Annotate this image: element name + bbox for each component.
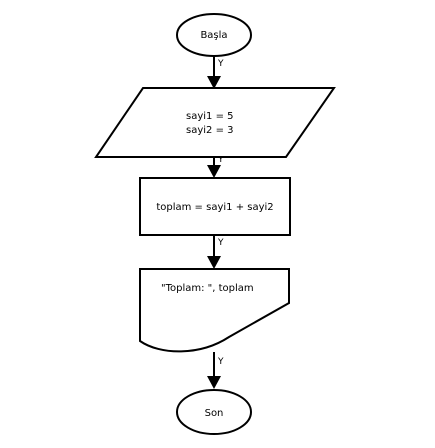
output-node-label: "Toplam: ", toplam: [161, 283, 254, 294]
input-node-line-2: sayi2 = 3: [186, 125, 234, 136]
edge-input-to-process: Y: [207, 155, 224, 178]
edge-label-input-to-process: Y: [217, 155, 224, 165]
edge-label-process-to-output: Y: [217, 238, 224, 248]
edge-label-start-to-input: Y: [217, 59, 224, 69]
edge-process-to-output: Y: [207, 236, 224, 269]
edge-output-to-end: Y: [207, 352, 224, 389]
edge-label-output-to-end: Y: [217, 357, 224, 367]
end-node: Son: [176, 389, 252, 435]
output-node: "Toplam: ", toplam: [139, 268, 290, 353]
end-node-label: Son: [205, 408, 224, 419]
process-node: toplam = sayi1 + sayi2: [139, 177, 291, 236]
process-node-label: toplam = sayi1 + sayi2: [156, 202, 273, 213]
start-node: Başla: [176, 13, 252, 57]
input-node-line-1: sayi1 = 5: [186, 111, 234, 122]
start-node-label: Başla: [200, 30, 227, 41]
edge-start-to-input: Y: [207, 56, 224, 89]
input-node: sayi1 = 5 sayi2 = 3: [94, 87, 336, 158]
